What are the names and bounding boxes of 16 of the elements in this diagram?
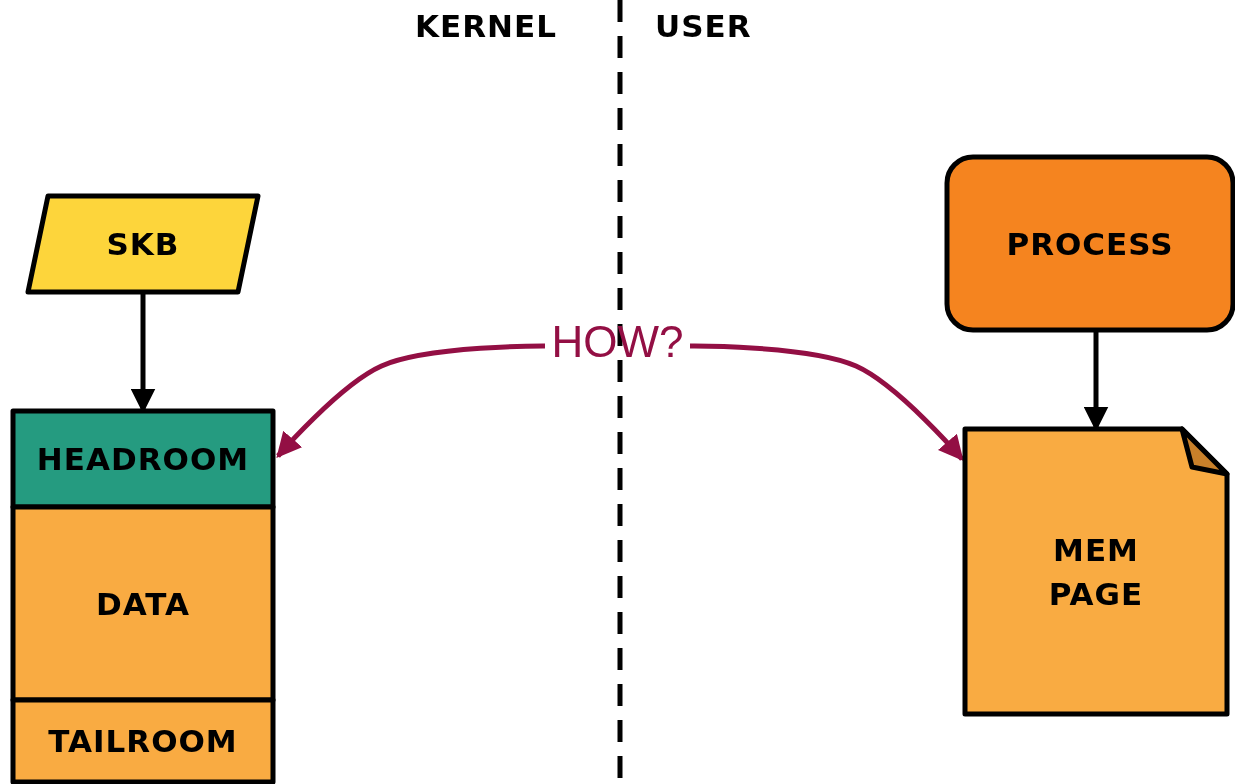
node-label: SKB	[106, 226, 180, 262]
process-box	[947, 157, 1233, 330]
document-shape	[965, 429, 1227, 714]
node-label: MEM PAGE	[1047, 530, 1145, 614]
node-label: TAILROOM	[48, 723, 238, 759]
arrow	[690, 343, 964, 461]
buffer-segment-box	[13, 700, 273, 782]
parallelogram-box	[28, 196, 258, 292]
region-label: KERNEL	[415, 8, 557, 44]
node-label: HEADROOM	[36, 441, 250, 477]
buffer-segment-box	[13, 411, 273, 507]
node-label: PROCESS	[1006, 225, 1174, 262]
region-label: USER	[655, 8, 752, 44]
question-text: HOW?	[551, 317, 684, 367]
node-label: DATA	[95, 585, 191, 622]
arrow	[276, 343, 545, 458]
